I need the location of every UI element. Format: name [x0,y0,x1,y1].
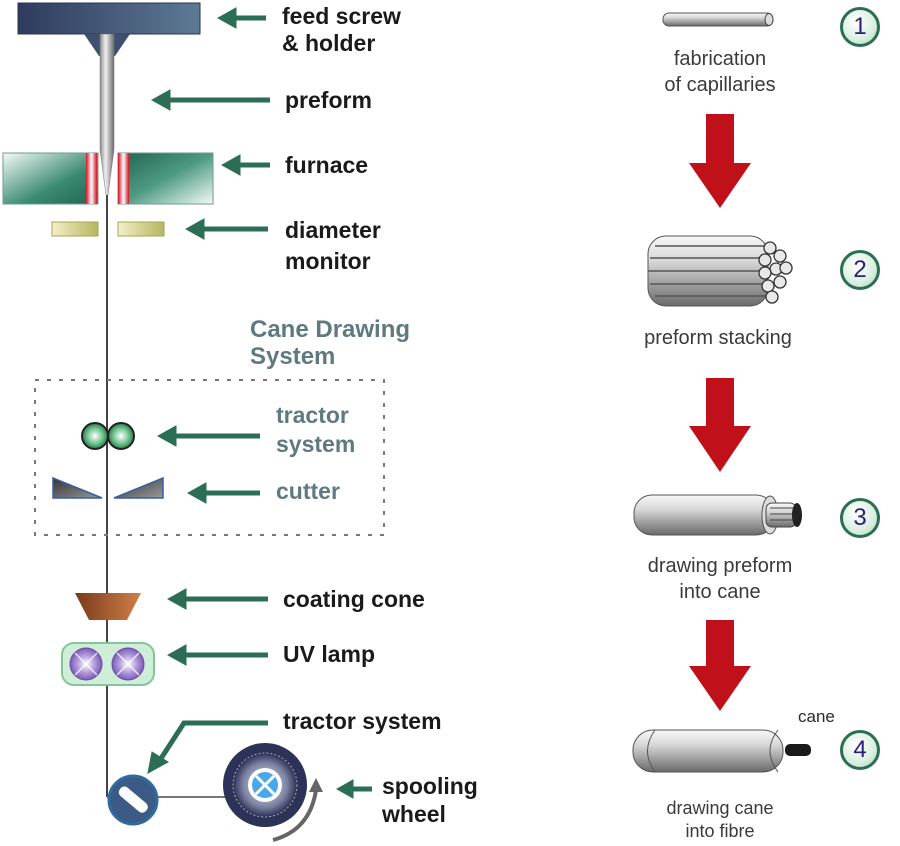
label-tractor-system: tractor system [283,708,442,734]
spooling-wheel [223,743,323,842]
arrow-diameter-monitor [184,218,268,240]
flow-arrow-1 [689,114,751,208]
step-badge-3: 3 [840,498,880,538]
cane-annotation: cane [798,707,835,726]
caption-step-2: preform stacking [618,325,818,351]
caption-step-3-line1: drawing preform [647,555,793,577]
label-preform: preform [285,87,372,113]
arrow-coating-cone [166,588,268,610]
caption-step-4-line2: into fibre [685,821,755,841]
flow-arrows [689,114,751,711]
preform [99,33,115,196]
caption-step-4-line1: drawing cane [666,798,774,818]
label-cane-tractor-system: tractor system [276,401,355,459]
caption-step-3-line2: into cane [679,581,761,603]
pointer-arrows [147,7,372,799]
label-cutter: cutter [276,478,340,504]
label-spooling-wheel-line2: wheel [382,801,446,827]
flow-arrow-3 [689,620,751,711]
caption-step-1-line2: of capillaries [664,74,776,96]
label-cane-tractor-line1: tractor [276,402,349,428]
label-spooling-wheel: spooling wheel [382,772,478,828]
capillary-illustration [662,12,774,27]
label-diameter-monitor-line2: monitor [285,248,371,274]
caption-step-3: drawing preform into cane [620,553,820,605]
arrow-feed-screw [216,7,266,29]
label-cane-tractor-line2: system [276,431,356,457]
cutter [52,476,164,499]
arrow-tractor-system [147,720,268,774]
feed-screw-holder [17,2,201,56]
label-feed-screw-line2: & holder [282,30,376,56]
uv-lamp [61,642,155,686]
label-diameter-monitor-line1: diameter [285,217,381,243]
arrow-uv-lamp [166,644,268,666]
label-coating-cone: coating cone [283,586,425,612]
label-cane-drawing-system-line1: Cane Drawing [250,316,411,343]
furnace [2,152,214,205]
arrow-cutter [186,482,260,504]
label-feed-screw-line1: feed screw [282,3,401,29]
label-spooling-wheel-line1: spooling [382,773,478,799]
coating-cone [75,593,141,620]
cane-into-fibre-illustration [632,729,811,773]
caption-step-1: fabrication of capillaries [640,46,800,98]
arrow-spooling-wheel [335,779,372,799]
caption-step-4: drawing cane into fibre [620,797,820,843]
label-furnace: furnace [285,152,369,178]
step-badge-4: 4 [840,730,880,770]
arrow-preform [150,89,270,111]
flow-arrow-2 [689,378,751,472]
label-cane-drawing-system: Cane Drawing System [250,316,410,370]
step-badge-2: 2 [840,250,880,290]
label-diameter-monitor: diameter monitor [285,215,381,277]
label-uv-lamp: UV lamp [283,641,376,667]
step-badge-1: 1 [840,7,880,47]
label-cane-drawing-system-line2: System [250,343,336,370]
diameter-monitor [51,221,165,237]
bottom-tractor-wheel [107,774,159,826]
arrow-furnace [220,154,270,176]
caption-step-1-line1: fabrication [673,48,767,70]
label-feed-screw: feed screw & holder [282,3,401,57]
caption-step-2-line1: preform stacking [644,327,792,349]
stacked-preform-illustration [647,235,793,307]
preform-into-cane-illustration [633,494,802,536]
cane-tractor-rollers [81,422,135,450]
arrow-cane-tractor [156,425,260,447]
